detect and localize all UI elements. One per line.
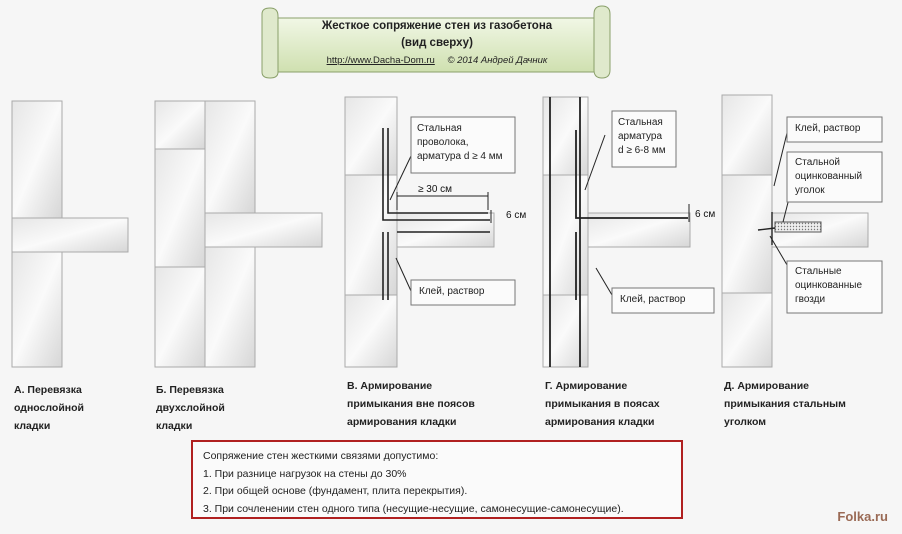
site-watermark: Folka.ru <box>837 509 888 524</box>
title-line-1: Жесткое сопряжение стен из газобетона <box>321 20 553 32</box>
caption-b: Б. Перевязка двухслойной кладки <box>156 384 225 432</box>
note-item: 3. При сочленении стен одного типа (несу… <box>203 502 624 515</box>
title-line-2: (вид сверху) <box>401 37 473 49</box>
note-title: Сопряжение стен жесткими связями допусти… <box>203 450 439 462</box>
callout-wire: Стальная проволока, арматура d ≥ 4 мм <box>417 123 503 162</box>
copyright: © 2014 Андрей Дачник <box>447 55 548 66</box>
scheme-g <box>542 96 691 368</box>
dim-length: ≥ 30 см <box>418 184 453 195</box>
scheme-d <box>721 94 869 368</box>
caption-d: Д. Армирование примыкания стальным уголк… <box>724 380 846 428</box>
scheme-v <box>344 96 495 368</box>
callout-rebar: Стальная арматура d ≥ 6-8 мм <box>618 117 666 156</box>
diagram-title: Жесткое сопряжение стен из газобетона (в… <box>272 12 602 74</box>
caption-g: Г. Армирование примыкания в поясах армир… <box>545 380 660 428</box>
callout-angle: Стальной оцинкованный уголок <box>795 157 863 196</box>
conditions-note: Сопряжение стен жесткими связями допусти… <box>191 440 683 519</box>
callout-glue-g: Клей, раствор <box>620 294 686 305</box>
callout-nails: Стальные оцинкованные гвозди <box>795 266 863 305</box>
scheme-a <box>11 100 129 368</box>
scheme-b <box>154 100 323 368</box>
title-scroll <box>261 5 611 79</box>
dim-step-g: 6 см <box>695 209 716 220</box>
source-link[interactable]: http://www.Dacha-Dom.ru <box>326 55 435 66</box>
note-item: 2. При общей основе (фундамент, плита пе… <box>203 485 468 497</box>
note-item: 1. При разнице нагрузок на стены до 30% <box>203 467 407 480</box>
dim-step-v: 6 см <box>506 210 527 221</box>
callout-glue-v: Клей, раствор <box>419 286 485 297</box>
caption-a: А. Перевязка однослойной кладки <box>14 384 85 432</box>
callout-glue-d: Клей, раствор <box>795 123 861 134</box>
caption-v: В. Армирование примыкания вне поясов арм… <box>347 380 475 428</box>
callout-boxes <box>410 110 883 314</box>
